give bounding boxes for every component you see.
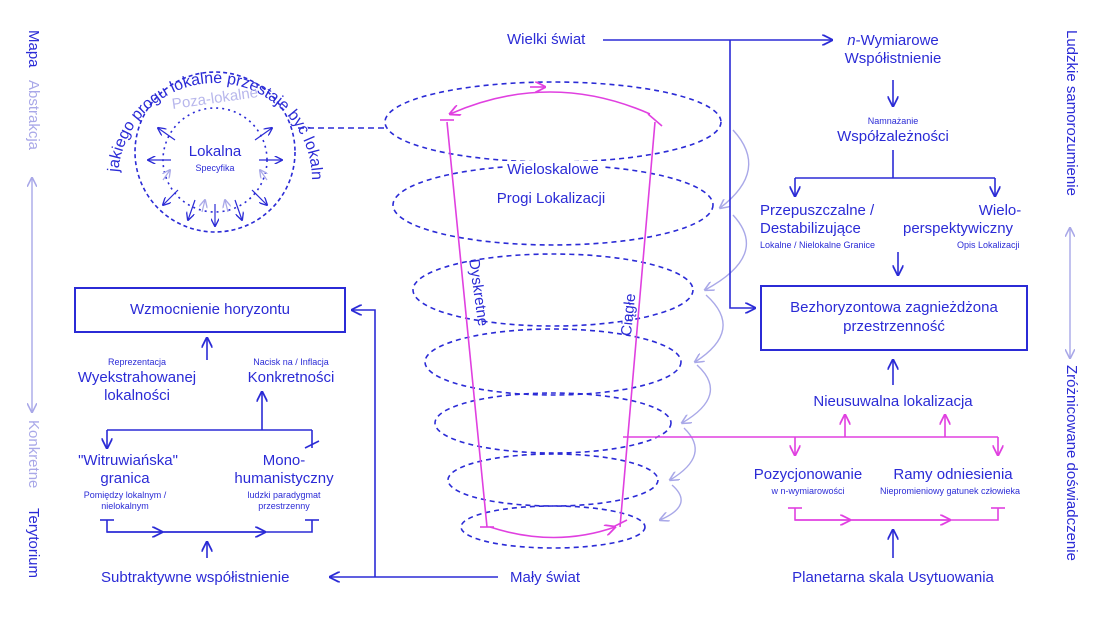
namnazanie-small: Namnażanie (867, 116, 919, 126)
axis-label-abstrakcja: Abstrakcja (25, 80, 42, 151)
wyekstrahowanej-label: Wyekstrahowanej (77, 369, 197, 386)
pomiedzy-small: Pomiędzy lokalnym / (83, 490, 167, 500)
witruwianska-label: "Witruwiańska" (78, 452, 178, 469)
niepromieniowy-small: Niepromieniowy gatunek człowieka (879, 486, 1021, 496)
destabilizujace-label: Destabilizujące (760, 220, 861, 237)
axis-label-mapa: Mapa (25, 30, 42, 68)
right-flow-arrows (795, 80, 995, 558)
funnel-lines (440, 87, 663, 539)
konkretnosci-label: Konkretności (247, 369, 335, 386)
pozycjonowanie-label: Pozycjonowanie (753, 466, 863, 483)
nacisk-small: Nacisk na / Inflacja (253, 357, 329, 367)
n-wymiarowosci-small: w n-wymiarowości (771, 486, 845, 496)
scale-ellipses (384, 81, 722, 549)
opis-lokalizacji-small: Opis Lokalizacji (957, 240, 1020, 250)
wielki-to-bezhor-arrow (729, 40, 755, 308)
progi-lokalizacji-label: Progi Lokalizacji (496, 190, 606, 207)
przepuszczalne-label: Przepuszczalne / (760, 202, 875, 219)
axis-label-ludzkie: Ludzkie samorozumienie (1063, 30, 1080, 196)
wielo-label: Wielo- (978, 202, 1022, 219)
reprezentacja-small: Reprezentacja (107, 357, 167, 367)
wspolzaleznosci-label: Współzależności (837, 128, 949, 145)
radial-arrows (148, 128, 282, 226)
perspektywiczny-label: perspektywiczny (903, 220, 1014, 237)
mono-label: Mono- (262, 452, 306, 469)
wielki-swiat-label: Wielki świat (507, 31, 586, 48)
circle-arc-text: Od jakiego progu lokalne przestaje być l… (0, 0, 325, 180)
subtraktywne-label: Subtraktywne współistnienie (101, 569, 290, 586)
magenta-bracket-right (623, 415, 1005, 520)
wzmocnienie-horyzontu-box: Wzmocnienie horyzontu (74, 287, 346, 333)
ramy-odniesienia-label: Ramy odniesienia (893, 466, 1013, 483)
wieloskalowe-label: Wieloskalowe (503, 161, 603, 179)
lokalna-label: Lokalna (188, 143, 242, 160)
outer-circle (134, 71, 296, 233)
granica-label: granica (100, 470, 150, 487)
planetarna-label: Planetarna skala Usytuowania (792, 569, 994, 586)
nieusuwalna-label: Nieusuwalna lokalizacja (813, 393, 973, 410)
ndim-line1: n-Wymiarowe (847, 32, 939, 49)
granice-small: Lokalne / Nielokalne Granice (760, 240, 876, 250)
ndim-line2: Współistnienie (844, 50, 942, 67)
axis-label-zroznicowane: Zróżnicowane doświadczenie (1063, 365, 1080, 561)
axis-label-konkretne: Konkretne (25, 420, 42, 489)
bezhoryzontowa-box: Bezhoryzontowa zagnieżdżona przestrzenno… (760, 285, 1028, 351)
iteration-arrows (660, 129, 750, 520)
left-flow-arrows (100, 310, 498, 577)
lokalnosci-label: lokalności (104, 387, 170, 404)
przestrzenny-small: przestrzenny (258, 501, 310, 511)
axis-label-terytorium: Terytorium (25, 508, 42, 579)
humanistyczny-label: humanistyczny (234, 470, 334, 487)
ludzki-paradygmat-small: ludzki paradygmat (247, 490, 321, 500)
nielokalnym-small: nielokalnym (101, 501, 149, 511)
specyfika-label: Specyfika (195, 163, 235, 173)
maly-swiat-label: Mały świat (510, 569, 581, 586)
